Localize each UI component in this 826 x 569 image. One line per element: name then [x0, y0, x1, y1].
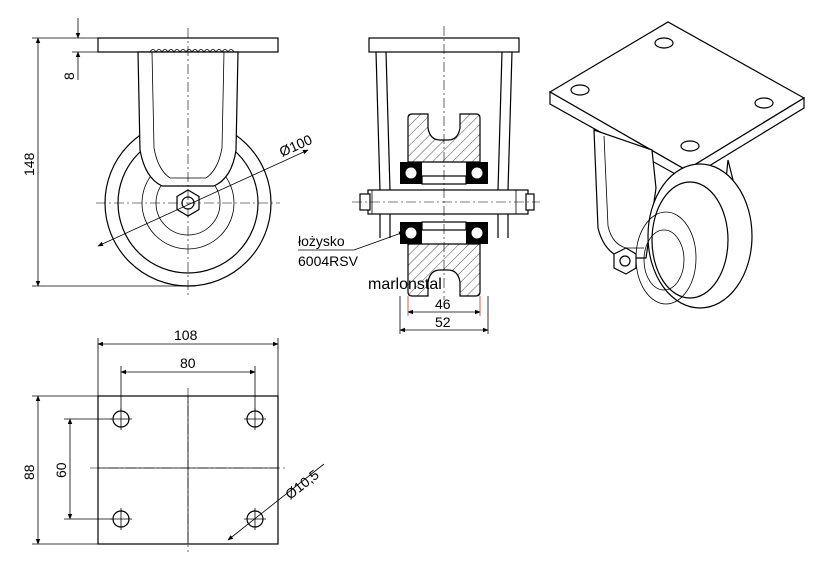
iso-hole-3 [754, 97, 774, 109]
iso-hole-2 [570, 84, 590, 96]
brand-watermark: marlonstal [368, 276, 442, 293]
plate-thickness-dim: 8 [61, 72, 77, 80]
plate-length-dim: 108 [174, 327, 198, 343]
side-view: Ø100 148 8 [21, 18, 315, 296]
bearing-upper-right [466, 162, 488, 184]
bearing-lower-right [466, 222, 488, 244]
iso-hole-4 [680, 140, 700, 152]
bearing-label-line1: łożysko [298, 233, 345, 249]
hole-diameter-dim: Ø10,5 [282, 466, 322, 502]
iso-fork-front [593, 129, 657, 259]
iso-wheel-outer [647, 163, 753, 309]
iso-plate-top [548, 21, 806, 171]
isometric-view [548, 21, 806, 309]
wheel-section-upper [407, 113, 481, 163]
tread-width-dim: 46 [435, 296, 451, 312]
bearing-upper-left [400, 162, 422, 184]
plate-hole-top-right [244, 408, 266, 430]
bearing-lower-left [400, 222, 422, 244]
top-view: 108 80 88 60 Ø10,5 [21, 327, 325, 552]
plate-hole-top-left [110, 408, 132, 430]
plate-hole-bottom-left [110, 508, 132, 530]
iso-axle-nut [613, 247, 637, 275]
iso-hole-1 [654, 37, 674, 49]
hub-width-dim: 52 [435, 314, 451, 330]
bearing-label-line2: 6004RSV [298, 253, 359, 269]
height-dim: 148 [21, 152, 37, 176]
hole-spacing-x-dim: 80 [180, 355, 196, 371]
hole-spacing-y-dim: 60 [53, 462, 69, 478]
section-view: łożysko 6004RSV marlonstal 46 52 [298, 26, 540, 334]
plate-width-dim: 88 [21, 464, 37, 480]
